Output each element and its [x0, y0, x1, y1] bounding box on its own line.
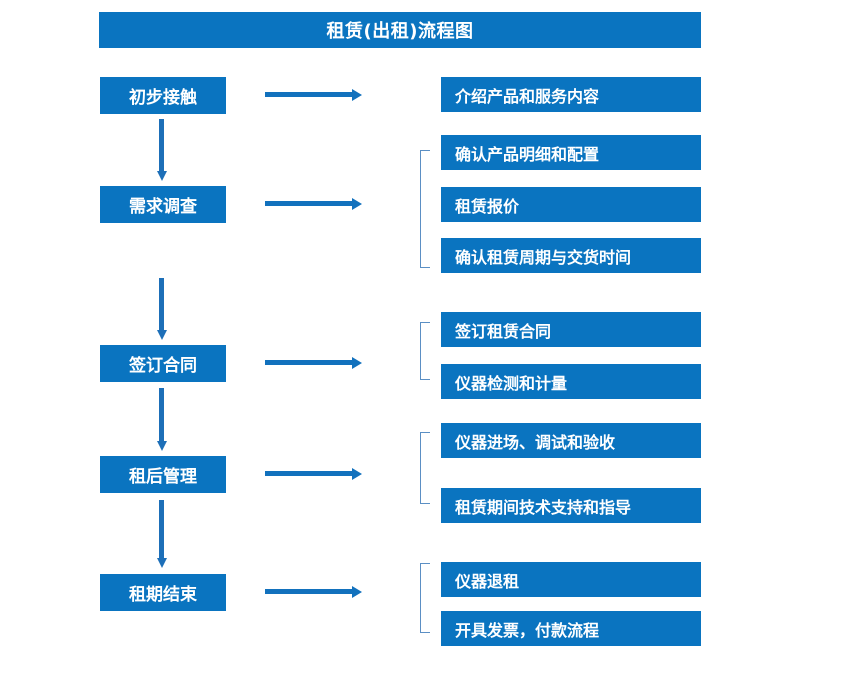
- detail-box-7[interactable]: 仪器进场、调试和验收: [441, 423, 701, 458]
- stage-box-zuhou-guanli[interactable]: 租后管理: [100, 456, 226, 493]
- group-bracket-icon-2: [420, 150, 430, 268]
- arrow-shaft: [265, 92, 353, 97]
- group-bracket-icon-5: [420, 563, 430, 633]
- horizontal-arrow-icon-2: [265, 198, 362, 210]
- stage-box-zuqi-jieshu[interactable]: 租期结束: [100, 574, 226, 611]
- arrow-shaft: [265, 360, 353, 365]
- arrow-shaft: [265, 589, 353, 594]
- arrow-head: [352, 357, 362, 369]
- arrow-shaft: [159, 119, 164, 172]
- detail-box-10[interactable]: 开具发票，付款流程: [441, 611, 701, 646]
- detail-box-5[interactable]: 签订租赁合同: [441, 312, 701, 347]
- detail-box-4[interactable]: 确认租赁周期与交货时间: [441, 238, 701, 273]
- group-bracket-icon-4: [420, 432, 430, 504]
- horizontal-arrow-icon-5: [265, 586, 362, 598]
- stage-box-xuqiu-diaocha[interactable]: 需求调查: [100, 186, 226, 223]
- arrow-head: [352, 89, 362, 101]
- stage-box-chubu-jiechu[interactable]: 初步接触: [100, 77, 226, 114]
- vertical-arrow-icon-4: [157, 500, 167, 568]
- arrow-head: [157, 171, 167, 181]
- page-title: 租赁(出租)流程图: [99, 12, 701, 48]
- detail-box-3[interactable]: 租赁报价: [441, 187, 701, 222]
- horizontal-arrow-icon-3: [265, 357, 362, 369]
- arrow-shaft: [265, 201, 353, 206]
- arrow-shaft: [159, 388, 164, 442]
- horizontal-arrow-icon-1: [265, 89, 362, 101]
- arrow-head: [157, 441, 167, 451]
- arrow-shaft: [265, 471, 353, 476]
- detail-box-9[interactable]: 仪器退租: [441, 562, 701, 597]
- arrow-head: [352, 198, 362, 210]
- stage-box-qianding-hetong[interactable]: 签订合同: [100, 345, 226, 382]
- group-bracket-icon-3: [420, 322, 430, 380]
- arrow-head: [352, 468, 362, 480]
- detail-box-6[interactable]: 仪器检测和计量: [441, 364, 701, 399]
- vertical-arrow-icon-1: [157, 119, 167, 181]
- horizontal-arrow-icon-4: [265, 468, 362, 480]
- arrow-head: [157, 558, 167, 568]
- arrow-head: [352, 586, 362, 598]
- arrow-head: [157, 330, 167, 340]
- vertical-arrow-icon-2: [157, 278, 167, 340]
- vertical-arrow-icon-3: [157, 388, 167, 451]
- detail-box-1[interactable]: 介绍产品和服务内容: [441, 77, 701, 112]
- detail-box-8[interactable]: 租赁期间技术支持和指导: [441, 488, 701, 523]
- detail-box-2[interactable]: 确认产品明细和配置: [441, 135, 701, 170]
- arrow-shaft: [159, 278, 164, 331]
- arrow-shaft: [159, 500, 164, 559]
